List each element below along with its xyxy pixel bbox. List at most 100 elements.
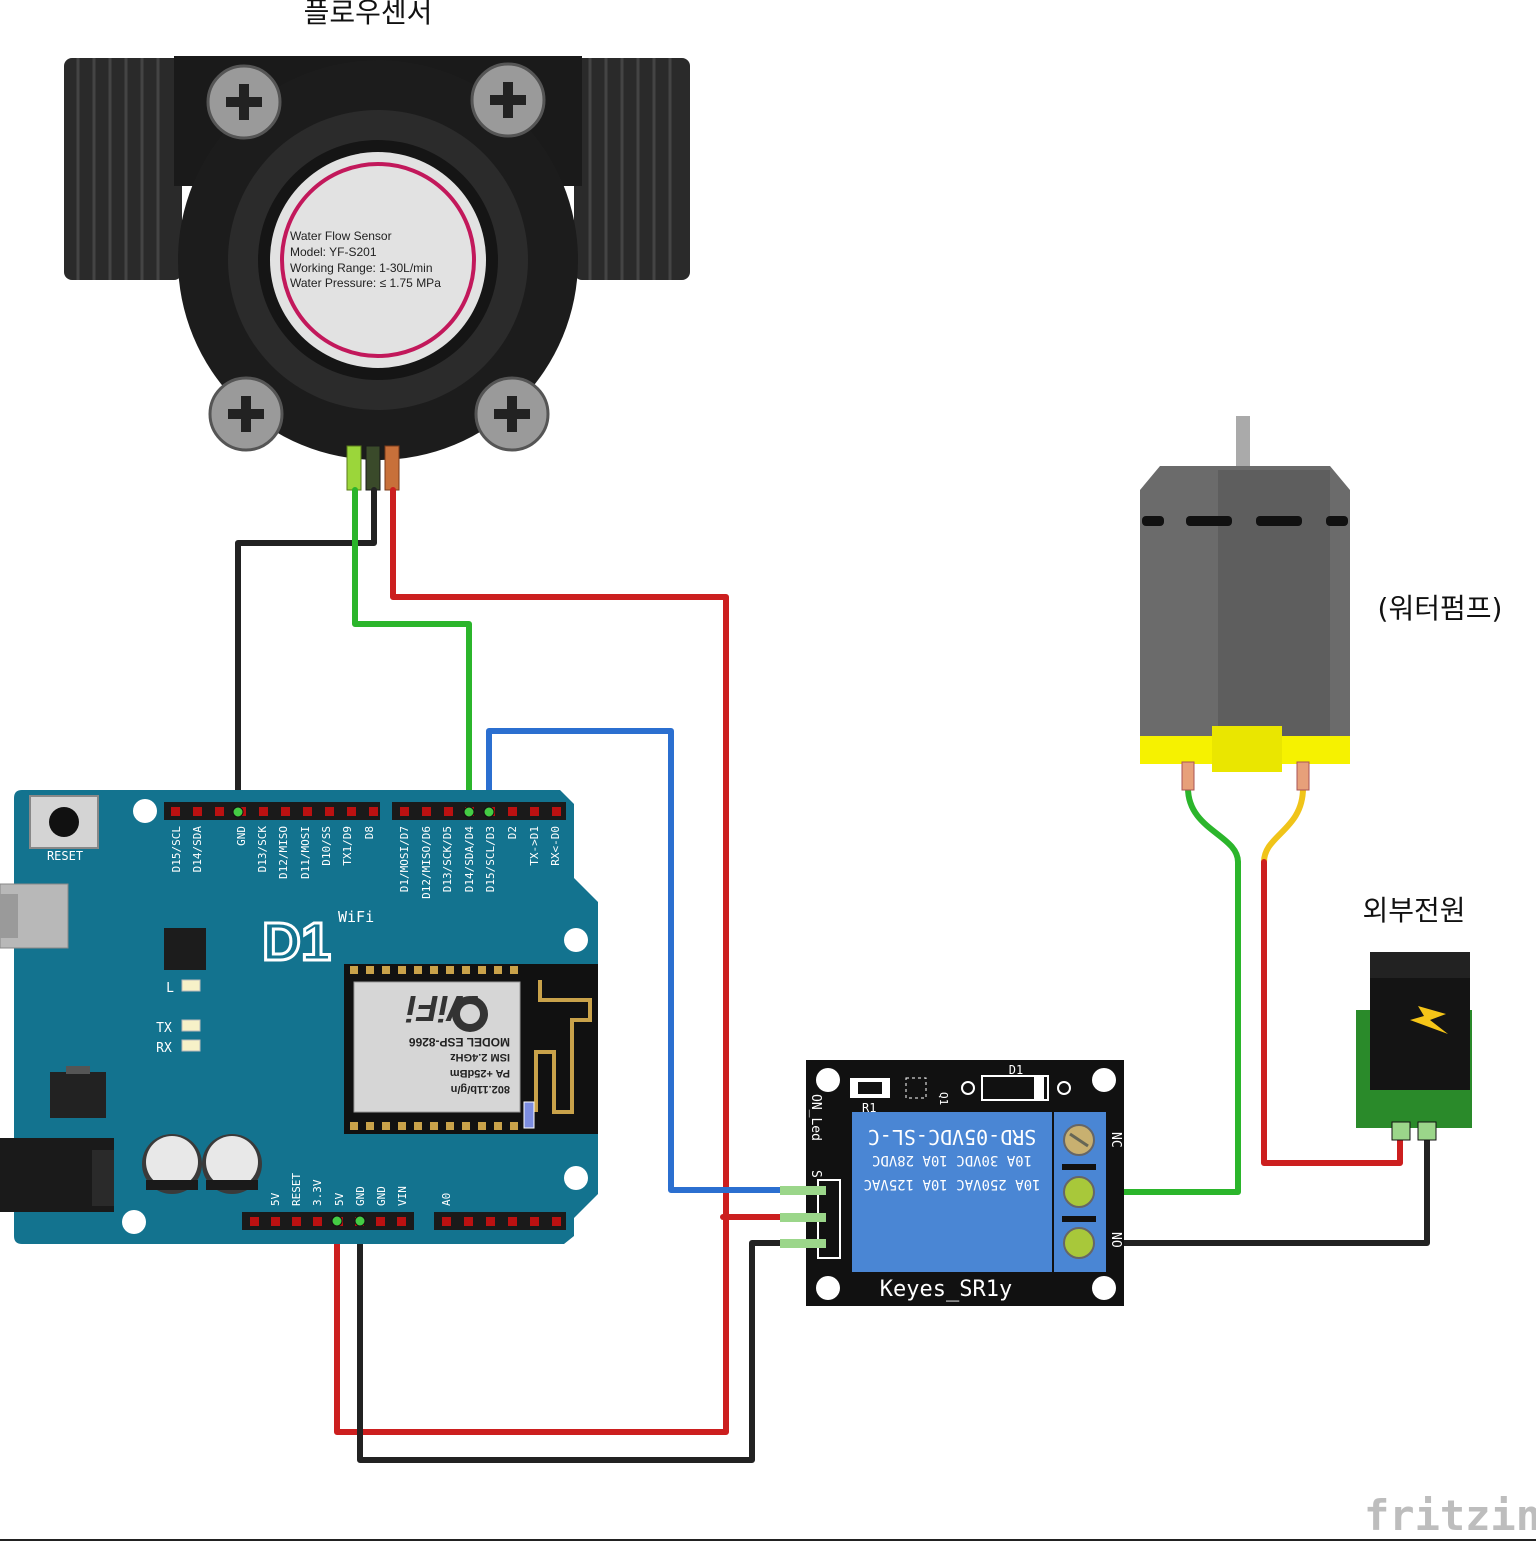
- lightning-icon: [1410, 1006, 1448, 1034]
- voltage-regulator: [50, 1072, 106, 1118]
- d1-logo: D1: [262, 912, 331, 972]
- screw-icon-bl: [208, 376, 284, 452]
- bottom-pin-labels: 5V RESET 3.3V 5V GND GND VIN A0: [269, 1173, 453, 1206]
- fcc-logo-icon: [452, 996, 488, 1032]
- sensor-pipe-left: [64, 58, 182, 280]
- pin-label: D15/SCL/D3: [484, 826, 497, 892]
- fritzing-watermark: fritzing: [1364, 1491, 1536, 1540]
- external-power-title: 외부전원: [1362, 894, 1465, 927]
- header-bottom-left: [242, 1212, 414, 1230]
- header-bottom-pins[interactable]: [250, 1217, 561, 1226]
- power-jack-pin-pos[interactable]: [1391, 1121, 1411, 1141]
- sensor-face: [270, 152, 486, 368]
- esp-led: [523, 1101, 535, 1129]
- resistor-r1-body: [858, 1082, 882, 1094]
- sensor-label-4: Water Pressure: ≤ 1.75 MPa: [290, 276, 441, 290]
- wire-relay-signal[interactable]: [486, 728, 783, 1193]
- q1-label: Q1: [937, 1092, 950, 1105]
- relay-pin-gnd[interactable]: [780, 1239, 826, 1248]
- motor-shaft: [1236, 416, 1250, 470]
- reset-button-cap[interactable]: [49, 807, 79, 837]
- led-tx-label: TX: [156, 1021, 172, 1036]
- motor-terminal-pos[interactable]: [1296, 761, 1310, 791]
- wire-pump-pos[interactable]: [1261, 785, 1306, 865]
- diode-pad: [1057, 1081, 1071, 1095]
- wire-relay-gnd[interactable]: [357, 1217, 783, 1463]
- sensor-lead-gnd[interactable]: [365, 445, 381, 491]
- mount-hole: [564, 928, 588, 952]
- wire-sensor-signal[interactable]: [352, 487, 472, 815]
- wire-pump-neg[interactable]: [1185, 785, 1241, 865]
- sensor-face-ring: [280, 162, 476, 358]
- mount-hole: [1092, 1276, 1116, 1300]
- pin-label: D11/MOSI: [299, 826, 312, 879]
- relay-text: SRD-05VDC-SL-C 10A 250VAC 10A 125VAC 10A…: [863, 1125, 1040, 1192]
- led-rx: [181, 1039, 201, 1052]
- esp-shield: [353, 981, 521, 1113]
- d1-wifi-board: RESET L TX RX D1 WiFi: [0, 790, 598, 1244]
- mount-hole: [133, 799, 157, 823]
- terminal-screw-com[interactable]: [1063, 1176, 1095, 1208]
- water-pump-title: (워터펌프): [1378, 592, 1503, 625]
- pin-label: D2: [506, 826, 519, 839]
- wire-relay-no-power[interactable]: [1076, 1129, 1430, 1246]
- regulator-tab: [66, 1066, 90, 1074]
- external-power-jack: [1356, 952, 1472, 1141]
- relay-body: [852, 1112, 1052, 1272]
- header-bottom-right: [434, 1212, 566, 1230]
- screw-icon-tr: [470, 62, 546, 138]
- motor-vents: [1142, 516, 1348, 526]
- terminal-screw-no[interactable]: [1063, 1227, 1095, 1259]
- pin-label: D13/SCK/D5: [441, 826, 454, 892]
- on-led-label: ON_Led: [808, 1094, 823, 1141]
- pin-label: A0: [440, 1193, 453, 1206]
- screw-icon-br: [474, 376, 550, 452]
- sensor-label-2: Model: YF-S201: [290, 245, 377, 259]
- relay-rating-2: 10A 30VDC 10A 28VDC: [872, 1152, 1032, 1168]
- motor-endcap-center: [1212, 726, 1282, 772]
- relay-pin-vcc[interactable]: [780, 1213, 826, 1222]
- wires: [235, 487, 1430, 1463]
- pin-label: TX->D1: [528, 826, 541, 866]
- mount-hole: [816, 1276, 840, 1300]
- wire-sensor-gnd[interactable]: [235, 487, 377, 815]
- water-pump-motor: [1140, 416, 1350, 791]
- top-pin-labels: D15/SCL D14/SDA GND D13/SCK D12/MISO D11…: [170, 826, 562, 899]
- pin-label: RX<-D0: [549, 826, 562, 866]
- sensor-label-3: Working Range: 1-30L/min: [290, 261, 433, 275]
- led-tx: [181, 1019, 201, 1032]
- led-rx-label: RX: [156, 1041, 172, 1056]
- capacitor-1: [142, 1134, 202, 1194]
- esp-text-2: PA +25dBm: [450, 1067, 510, 1079]
- pin-label: D14/SDA: [191, 826, 204, 873]
- d1-logo-wifi: WiFi: [338, 908, 374, 926]
- power-jack-pin-neg[interactable]: [1417, 1121, 1437, 1141]
- s-label: S: [808, 1170, 823, 1178]
- no-label: NO: [1108, 1232, 1123, 1248]
- flow-sensor-title: 플로우센서: [304, 0, 433, 29]
- mount-hole: [564, 1166, 588, 1190]
- pin-label: GND: [375, 1186, 388, 1206]
- pin-label: D13/SCK: [256, 826, 269, 873]
- motor-body-shade: [1218, 470, 1330, 740]
- pin-label: 5V: [333, 1192, 346, 1206]
- pin-label: D1/MOSI/D7: [398, 826, 411, 892]
- pin-label: D8: [363, 826, 376, 839]
- pin-label: TX1/D9: [341, 826, 354, 866]
- pin-label: RESET: [290, 1173, 303, 1206]
- pin-label: 3.3V: [311, 1179, 324, 1206]
- wire-pump-power[interactable]: [1261, 859, 1403, 1166]
- usb-connector-shell: [0, 894, 18, 938]
- relay-pin-signal[interactable]: [780, 1186, 826, 1195]
- terminal-divider: [1062, 1164, 1096, 1170]
- sensor-lead-signal[interactable]: [346, 445, 362, 491]
- power-jack-top: [1370, 952, 1470, 978]
- motor-terminal-neg[interactable]: [1181, 761, 1195, 791]
- sensor-lead-vcc[interactable]: [384, 445, 400, 491]
- board-chip: [164, 928, 206, 970]
- wire-relay-com-pump[interactable]: [1076, 859, 1241, 1195]
- antenna-trace: [534, 980, 592, 1114]
- mount-hole: [816, 1068, 840, 1092]
- pin-label: D12/MISO: [277, 826, 290, 879]
- wire-sensor-vcc[interactable]: [334, 487, 729, 1435]
